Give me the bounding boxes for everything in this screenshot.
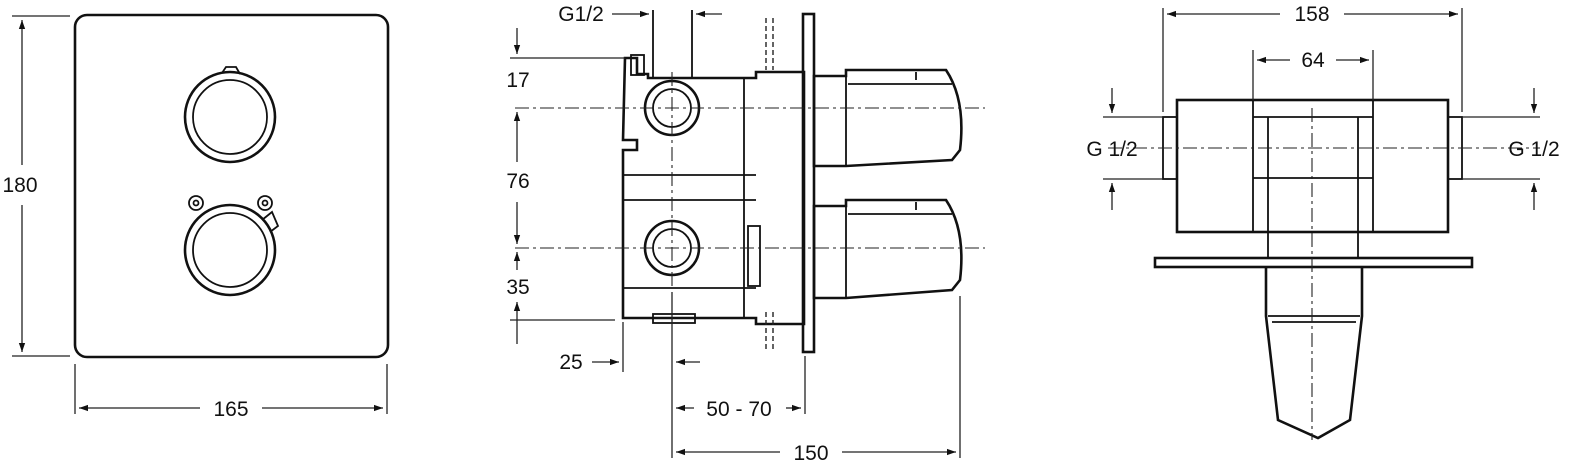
wall-depth-markers bbox=[765, 18, 774, 352]
top-right-thread-label: G 1/2 bbox=[1508, 138, 1559, 161]
front-height-dimension: 180 bbox=[2, 15, 70, 357]
top-left-thread-dimension: G 1/2 bbox=[1086, 88, 1163, 210]
side-thread-label: G1/2 bbox=[558, 3, 604, 26]
side-vertical-dimensions: 17 76 35 bbox=[506, 28, 625, 344]
top-right-thread-dimension: G 1/2 bbox=[1462, 88, 1560, 210]
side-back-label: 25 bbox=[559, 351, 582, 374]
side-bottom-label: 35 bbox=[506, 276, 529, 299]
top-width-dimension: 158 bbox=[1162, 3, 1463, 112]
top-spacing-label: 64 bbox=[1301, 49, 1325, 72]
top-left-thread-label: G 1/2 bbox=[1086, 138, 1137, 161]
wall-plate bbox=[801, 12, 816, 354]
top-wall-plate bbox=[1153, 256, 1474, 269]
side-thread-dimension: G1/2 bbox=[558, 3, 722, 26]
valve-body bbox=[621, 54, 806, 326]
side-horizontal-dimensions: 25 50 - 70 150 bbox=[559, 292, 961, 465]
lower-handle bbox=[812, 198, 963, 300]
top-width-label: 158 bbox=[1294, 3, 1329, 26]
side-view: G1/2 17 76 35 25 50 - 70 bbox=[506, 3, 985, 465]
front-view: 180 165 bbox=[2, 13, 390, 421]
inlet-pipe bbox=[652, 10, 693, 78]
front-width-dimension: 165 bbox=[74, 364, 388, 421]
top-spacing-dimension: 64 bbox=[1252, 49, 1374, 100]
side-top-label: 17 bbox=[506, 69, 529, 92]
side-range-label: 50 - 70 bbox=[706, 398, 771, 421]
indicator-dots bbox=[188, 195, 273, 211]
side-total-label: 150 bbox=[793, 442, 828, 464]
cover-plate bbox=[73, 13, 390, 359]
upper-handle bbox=[812, 68, 963, 168]
lower-knob bbox=[183, 203, 280, 297]
top-view: 158 64 G 1/2 G 1/2 bbox=[1086, 3, 1560, 440]
side-mid-label: 76 bbox=[506, 170, 529, 193]
top-handle bbox=[1264, 232, 1364, 440]
upper-knob bbox=[183, 66, 277, 164]
front-width-label: 165 bbox=[213, 398, 248, 421]
front-height-label: 180 bbox=[2, 174, 37, 197]
top-body bbox=[1162, 98, 1463, 234]
